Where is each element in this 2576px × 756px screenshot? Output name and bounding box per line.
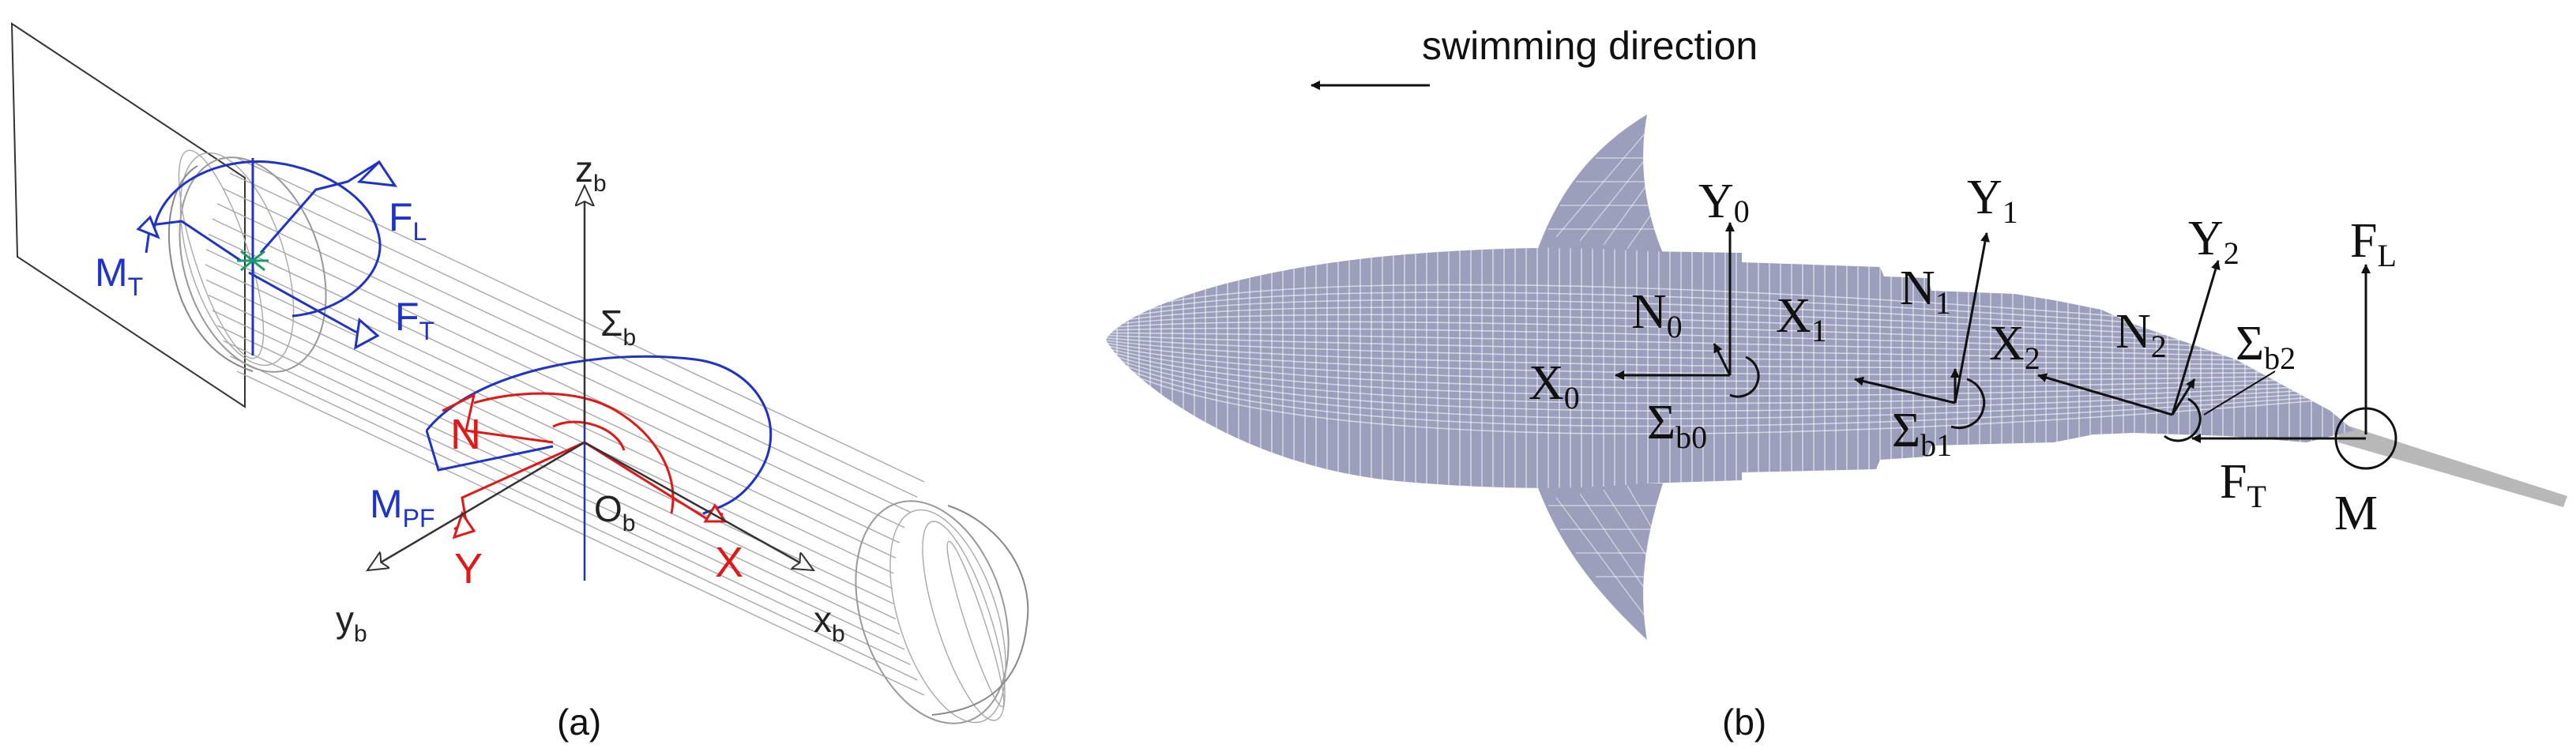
label-fl-b: FL — [2350, 214, 2397, 273]
frame-0 — [1615, 222, 1760, 398]
label-sigma-b2: Σb2 — [2236, 317, 2296, 376]
fin-centre-marker — [237, 250, 269, 272]
panel-a-cylinder-diagram: zb xb yb Σb Ob FL FT MT MPF N X Y (a) — [10, 22, 1035, 743]
frame-tail — [2191, 264, 2397, 470]
label-n1: N1 — [1900, 261, 1951, 321]
label-y1: Y1 — [1967, 171, 2018, 230]
fin-plane — [10, 22, 246, 408]
panel-b-fish-diagram: swimming direction — [1106, 24, 2567, 743]
panel-b-labels: Y0 Y1 Y2 X0 X1 X2 N0 N1 N2 Σb0 Σb1 Σb2 F… — [1529, 171, 2397, 743]
label-mpf: MPF — [370, 482, 435, 532]
body-axes — [367, 186, 814, 570]
label-n0: N0 — [1631, 285, 1683, 344]
label-x1: X1 — [1776, 289, 1827, 348]
panel-a-labels: zb xb yb Σb Ob FL FT MT MPF N X Y (a) — [95, 149, 845, 743]
label-y2: Y2 — [2188, 212, 2239, 271]
caption-a: (a) — [557, 701, 601, 743]
label-sigma-b1: Σb1 — [1892, 404, 1952, 463]
label-ft: FT — [395, 295, 434, 345]
label-sigma-b0: Σb0 — [1647, 396, 1707, 455]
label-y: Y — [454, 545, 483, 592]
label-ft-b: FT — [2220, 455, 2266, 514]
swimming-direction-label: swimming direction — [1422, 24, 1758, 68]
cylinder-mesh — [154, 138, 1035, 743]
caption-b: (b) — [1722, 701, 1766, 743]
label-n: N — [450, 411, 481, 458]
label-sigma-b: Σb — [600, 303, 636, 351]
label-y0: Y0 — [1698, 175, 1750, 229]
label-x: X — [715, 539, 743, 586]
pectoral-fin-bottom — [1536, 483, 1663, 640]
label-mt: MT — [95, 250, 143, 301]
label-ob: Ob — [594, 488, 635, 536]
label-xb: xb — [814, 599, 845, 647]
label-yb: yb — [336, 599, 367, 647]
label-x2: X2 — [1989, 317, 2040, 376]
label-n2: N2 — [2115, 305, 2167, 364]
frame-2 — [2037, 260, 2276, 442]
label-m: M — [2334, 487, 2378, 540]
label-x0: X0 — [1529, 356, 1580, 416]
label-zb: zb — [575, 149, 607, 197]
blue-forces — [136, 158, 773, 581]
red-axes — [442, 392, 728, 540]
frame-1 — [1854, 232, 1990, 430]
fin-mesh — [1548, 126, 1659, 625]
label-fl: FL — [389, 195, 427, 246]
